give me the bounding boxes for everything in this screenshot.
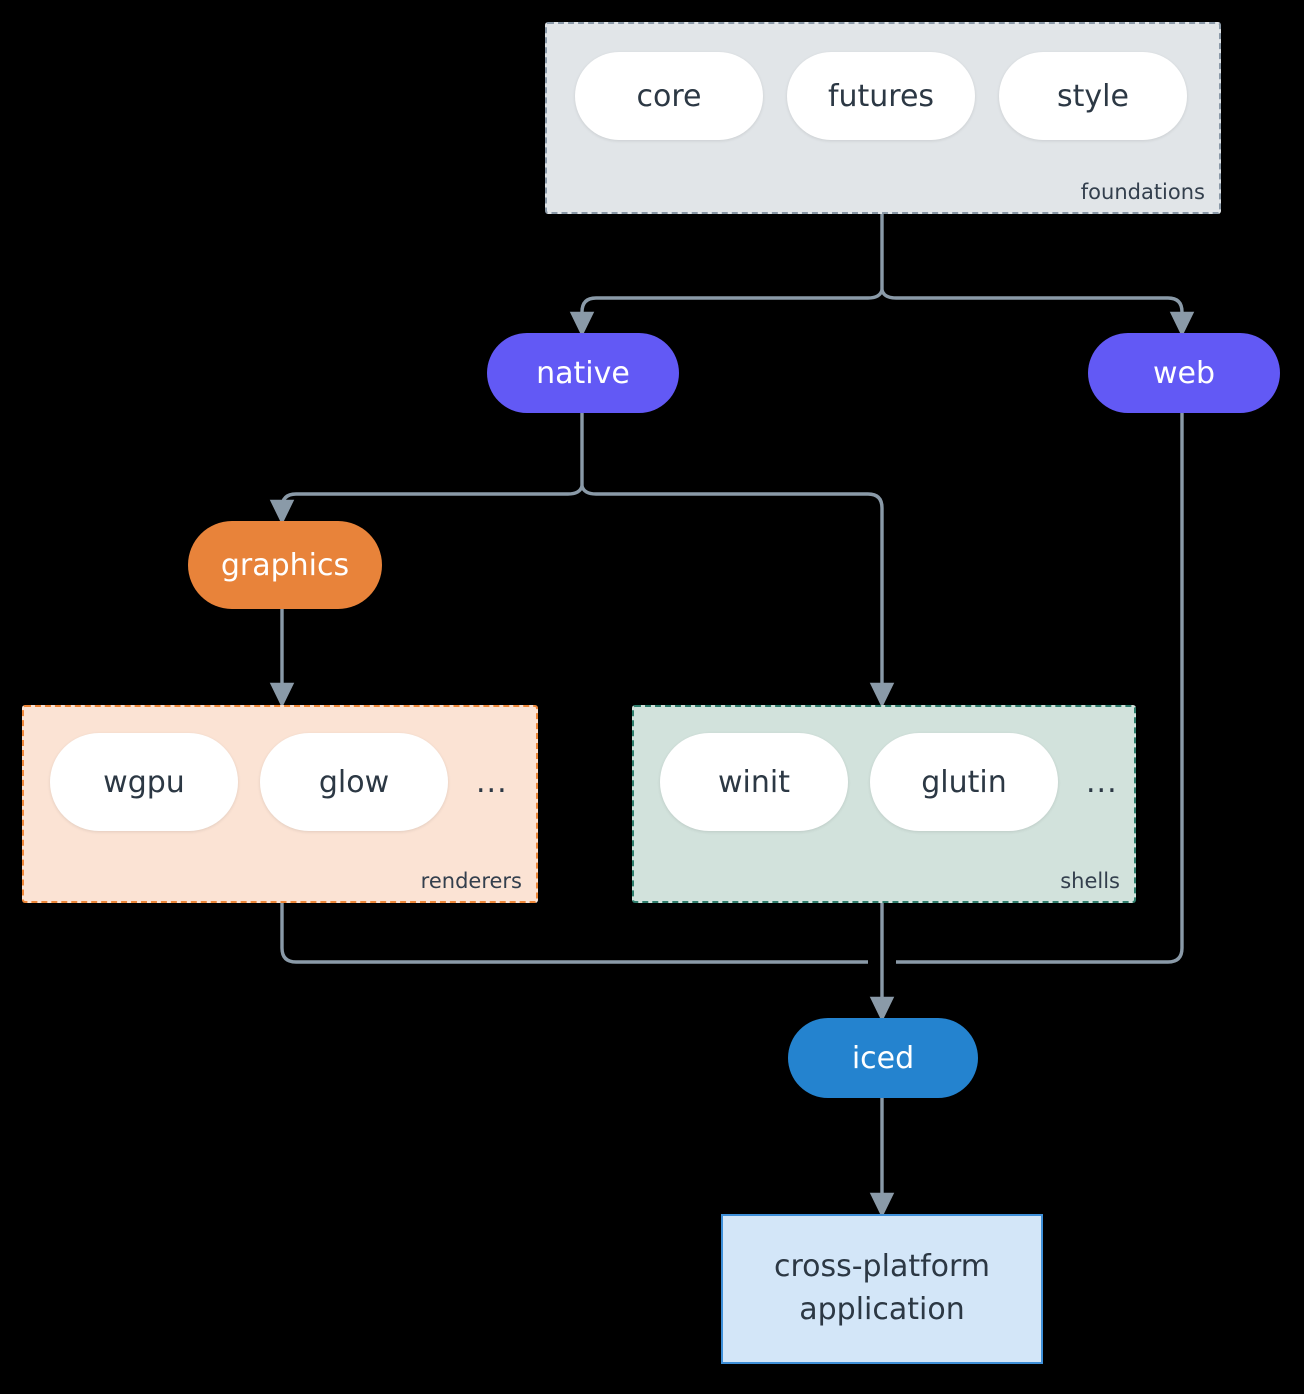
leaf-futures[interactable]: futures [787,52,975,140]
application-line-1: cross-platform [773,1249,991,1285]
leaf-winit[interactable]: winit [660,733,848,831]
node-graphics[interactable]: graphics [188,521,382,609]
leaf-style[interactable]: style [999,52,1187,140]
edge-native-to-shells [580,485,895,708]
edge-native-to-graphics [269,485,584,525]
renderers-more-ellipsis: ... [476,764,508,800]
shells-items: winit glutin ... [660,733,1118,831]
node-iced[interactable]: iced [788,1018,978,1098]
leaf-core[interactable]: core [575,52,763,140]
cluster-label-shells: shells [1060,869,1120,893]
leaf-glutin[interactable]: glutin [870,733,1058,831]
cluster-foundations: core futures style foundations [545,22,1221,214]
cluster-renderers: wgpu glow ... renderers [22,705,538,903]
leaf-glow[interactable]: glow [260,733,448,831]
cluster-label-foundations: foundations [1080,180,1205,204]
cluster-label-renderers: renderers [420,869,522,893]
node-native[interactable]: native [487,333,679,413]
foundations-items: core futures style [575,52,1187,140]
leaf-wgpu[interactable]: wgpu [50,733,238,831]
node-web[interactable]: web [1088,333,1280,413]
edge-renderers-to-bus [280,903,868,964]
cluster-shells: winit glutin ... shells [632,705,1136,903]
node-cross-platform-application[interactable]: cross-platform application [721,1214,1043,1364]
renderers-items: wgpu glow ... [50,733,508,831]
application-line-2: application [799,1292,965,1327]
shells-more-ellipsis: ... [1086,764,1118,800]
edge-foundations-to-web [880,289,1195,337]
edge-foundations-to-native [569,289,884,337]
